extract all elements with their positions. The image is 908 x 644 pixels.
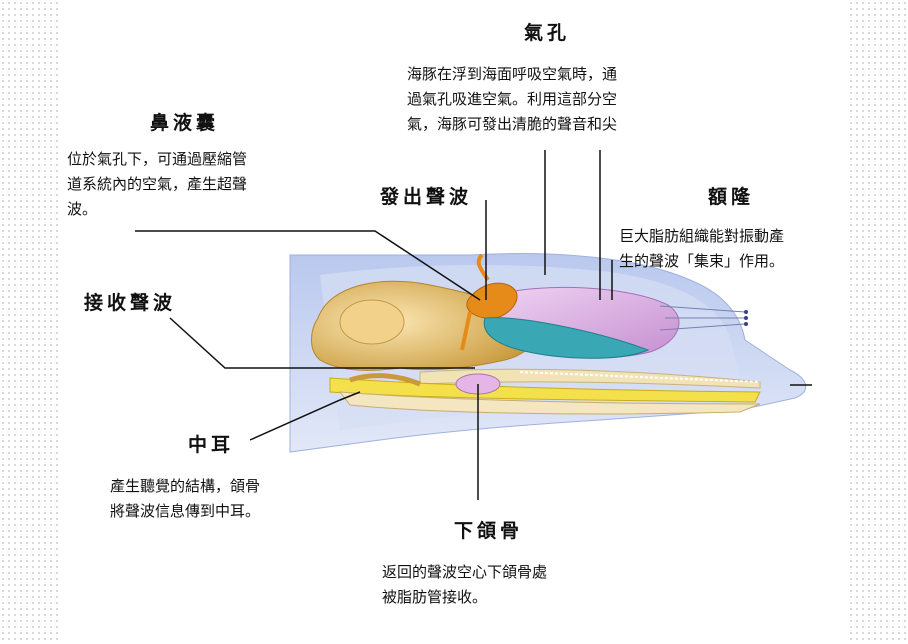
nasal-passage-lower <box>460 311 472 351</box>
skull-socket <box>339 299 405 345</box>
ear-ridge <box>349 373 421 387</box>
jaw-fat-channel <box>329 377 761 403</box>
lower-jaw-description: 返回的聲波空心下頜骨處 被脂肪管接收。 <box>382 563 548 606</box>
leader-receive-sound <box>169 317 475 369</box>
emit-sound-title: 發出聲波 <box>380 186 473 208</box>
sound-beam-lines <box>659 305 746 331</box>
receive-sound-title: 接收聲波 <box>84 292 177 314</box>
sound-beam-dots <box>744 310 748 326</box>
middle-ear-description: 產生聽覺的結構，頜骨 將聲波信息傳到中耳。 <box>110 477 261 520</box>
upper-jaw <box>419 368 761 389</box>
dotted-margin-left <box>0 0 60 644</box>
leader-nasal-sac <box>135 230 481 301</box>
nasal-sac-title: 鼻液囊 <box>150 112 220 134</box>
nasal-sac-description: 位於氣孔下，可通過壓縮管 道系統內的空氣，產生超聲 波。 <box>67 150 248 218</box>
nasal-sac <box>466 282 518 319</box>
blowhole-description: 海豚在浮到海面呼吸空氣時，通 過氣孔吸進空氣。利用這部分空 氣，海豚可發出清脆的… <box>407 65 618 133</box>
dotted-margin-right <box>848 0 908 644</box>
lower-jaw <box>338 391 761 415</box>
leader-middle-ear <box>249 391 361 441</box>
middle-ear-title: 中耳 <box>188 434 235 456</box>
blowhole-title: 氣孔 <box>524 22 571 44</box>
melon-title: 額隆 <box>708 186 755 208</box>
lower-jaw-title: 下頜骨 <box>454 520 524 542</box>
teeth-row <box>519 371 761 383</box>
melon-description: 巨大脂肪組織能對振動產 生的聲波「集束」作用。 <box>619 227 785 270</box>
teal-structure <box>483 317 650 359</box>
